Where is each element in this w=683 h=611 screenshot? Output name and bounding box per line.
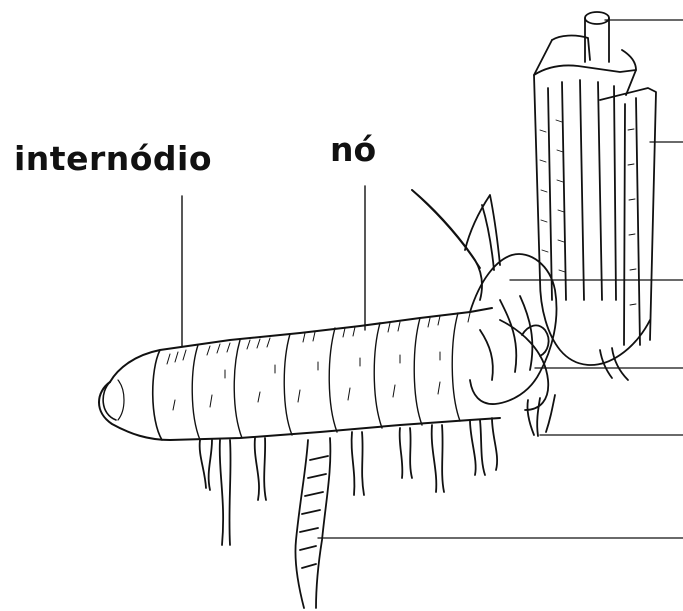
node-rings bbox=[192, 313, 460, 440]
rhizome-hatching bbox=[167, 313, 470, 410]
leaf-blades bbox=[412, 190, 500, 300]
main-root bbox=[295, 438, 330, 608]
shoot-base bbox=[470, 254, 557, 410]
sheath-hatching bbox=[540, 120, 636, 305]
node-label: nó bbox=[330, 133, 376, 166]
rhizome-body bbox=[99, 308, 500, 440]
internode-label: internódio bbox=[14, 142, 212, 175]
